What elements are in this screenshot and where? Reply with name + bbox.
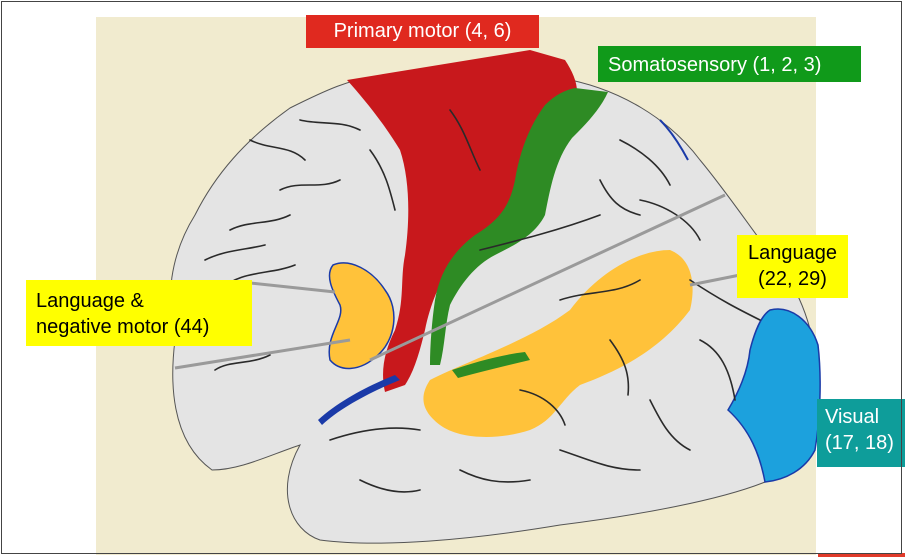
- slide-frame: [1, 1, 902, 554]
- slide: Primary motor (4, 6) Somatosensory (1, 2…: [0, 0, 905, 557]
